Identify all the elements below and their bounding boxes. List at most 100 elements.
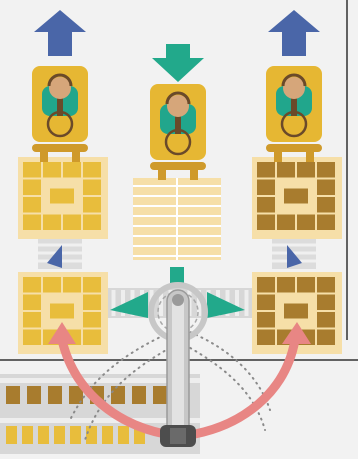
worker-stand-leg <box>274 152 282 162</box>
direction-arrows <box>34 10 320 82</box>
pallet-box <box>23 162 41 178</box>
pallet-box <box>317 179 335 195</box>
worker-head <box>283 77 305 99</box>
up-arrow-icon <box>34 10 86 56</box>
pallet-top-left <box>18 157 108 239</box>
conveyor-box <box>6 426 17 444</box>
worker-hair <box>47 73 73 87</box>
worker-tray <box>164 128 192 156</box>
pallet-box <box>23 329 41 345</box>
right-chute-arrow-icon <box>287 245 302 268</box>
conveyor-roller <box>197 290 201 316</box>
conveyor-box <box>48 386 62 404</box>
pallet-box <box>317 329 335 345</box>
worker-stand-leg <box>158 170 166 180</box>
conveyor-box <box>69 386 83 404</box>
workers-layer <box>32 66 322 180</box>
pallet-box <box>257 162 275 178</box>
pallet-core <box>284 303 308 319</box>
up-arrow-icon <box>268 10 320 56</box>
conveyor-box <box>27 386 41 404</box>
left-arrow-icon <box>110 292 148 318</box>
pallet-box <box>83 312 101 328</box>
pallet-box <box>257 277 275 293</box>
pallet-box <box>297 277 315 293</box>
conveyor-box <box>102 426 113 444</box>
pallet-box <box>83 162 101 178</box>
robot-arm-icon <box>148 282 208 447</box>
worker-stand-leg <box>306 152 314 162</box>
worker-icon <box>150 84 206 180</box>
conveyor-boxes-row-2 <box>6 426 145 444</box>
worker-hair <box>281 73 307 87</box>
pallet-core <box>50 303 74 319</box>
pallet-box <box>63 277 81 293</box>
worker-stand <box>266 144 322 152</box>
pallet-box <box>257 294 275 310</box>
pallet-box <box>83 179 101 195</box>
pallet-box <box>83 329 101 345</box>
pallet-box <box>63 162 81 178</box>
pallet-box <box>317 214 335 230</box>
pallet-core <box>284 188 308 204</box>
worker-icon <box>266 66 322 162</box>
curved-arrow-head-right <box>282 322 311 344</box>
pallet-box <box>83 214 101 230</box>
worker-stand-leg <box>190 170 198 180</box>
conveyor-roller <box>121 290 125 316</box>
worker-strap <box>57 86 63 116</box>
pallet-box <box>43 214 61 230</box>
conveyor-box <box>86 426 97 444</box>
pallet-box <box>277 214 295 230</box>
pallet-core <box>50 188 74 204</box>
worker-icon <box>32 66 88 162</box>
pallet-box <box>83 294 101 310</box>
worker-head <box>167 95 189 117</box>
conveyor-roller <box>235 290 239 316</box>
conveyor-box <box>118 426 129 444</box>
pallet-box <box>297 162 315 178</box>
up-feed-arrow-icon <box>170 267 184 283</box>
pallet-box <box>317 277 335 293</box>
worker-hair <box>165 91 191 105</box>
pallet-box <box>63 214 81 230</box>
worker-head <box>49 77 71 99</box>
pallet-box <box>317 294 335 310</box>
pallet-box <box>23 294 41 310</box>
pallet-box <box>257 179 275 195</box>
curved-arrow-icon <box>57 335 300 439</box>
pallet-box <box>277 162 295 178</box>
pallet-box <box>317 197 335 213</box>
worker-stand <box>150 162 206 170</box>
conveyor-roller <box>159 290 163 316</box>
pallet-top-center <box>133 178 221 260</box>
right-arrow-icon <box>207 292 245 318</box>
pallet-box <box>23 214 41 230</box>
conveyor-box <box>38 426 49 444</box>
conveyor-box <box>22 426 33 444</box>
conveyor-box <box>134 426 145 444</box>
conveyor-box <box>70 426 81 444</box>
pallet-box <box>257 197 275 213</box>
pallet-box <box>257 312 275 328</box>
conveyor-roller <box>244 290 249 316</box>
worker-tray <box>280 110 308 138</box>
pallet-box <box>317 162 335 178</box>
worker-stand-leg <box>40 152 48 162</box>
conveyor-roller <box>111 290 116 316</box>
left-chute-arrow-icon <box>47 245 62 268</box>
worker-stand-leg <box>72 152 80 162</box>
conveyor-box <box>132 386 146 404</box>
worker-stand <box>32 144 88 152</box>
worker-strap <box>291 86 297 116</box>
right-chute <box>272 237 316 269</box>
pallet-box <box>257 214 275 230</box>
pallet-box <box>83 197 101 213</box>
worker-tray <box>46 110 74 138</box>
pallet-box <box>297 214 315 230</box>
pallet-top-right <box>252 157 342 239</box>
conveyor-box <box>153 386 167 404</box>
conveyor-box <box>6 386 20 404</box>
pallet-box <box>83 277 101 293</box>
